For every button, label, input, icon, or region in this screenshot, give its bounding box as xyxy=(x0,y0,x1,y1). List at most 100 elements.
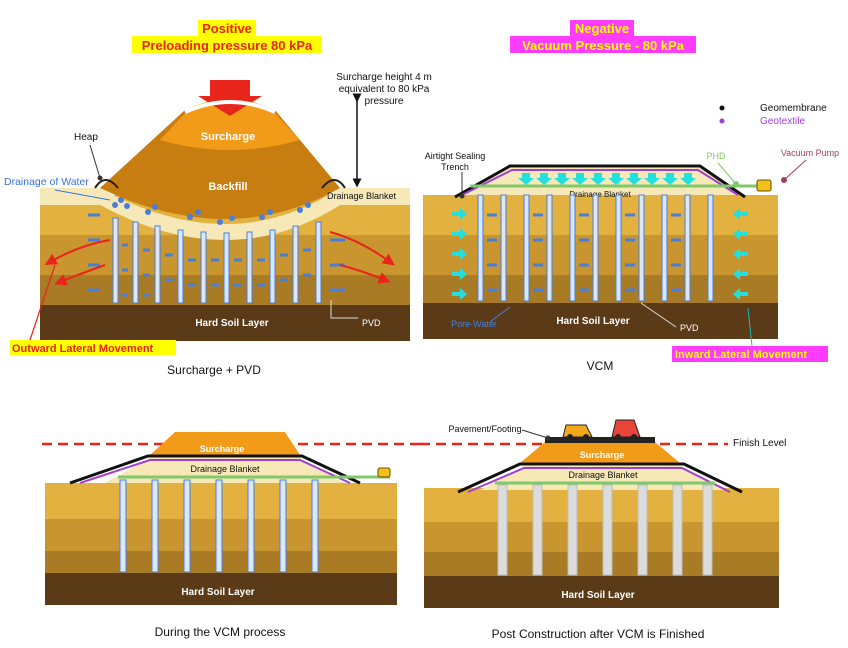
panel1-backfill-label: Backfill xyxy=(208,181,247,193)
pore-water-label: Pore-Water xyxy=(451,319,497,329)
panel3-surcharge xyxy=(150,432,300,455)
water-flow-arrows xyxy=(88,213,345,297)
panel2-pvd-label: PVD xyxy=(680,323,699,333)
vcm-hard-soil xyxy=(423,303,778,339)
panel4-soil-upper xyxy=(424,488,779,522)
pavement-slab xyxy=(545,437,655,443)
panel1-hard-soil-label: Hard Soil Layer xyxy=(195,318,268,329)
preloading-highlight xyxy=(132,36,322,53)
pvd-leader xyxy=(330,300,358,319)
legend-geotextile: Geotextile xyxy=(760,116,805,127)
vcm-soil-lower xyxy=(423,275,778,303)
panel4-caption: Post Construction after VCM is Finished xyxy=(492,627,705,641)
panel1-drainage-blanket-label: Drainage Blanket xyxy=(327,191,397,201)
pvd-drains xyxy=(112,217,322,304)
panel-during-vcm: Surcharge Drainage Blanket Hard Soil Lay… xyxy=(42,432,420,639)
panel1-header-line1: Positive xyxy=(202,21,252,36)
heap-left xyxy=(94,179,119,189)
positive-highlight xyxy=(198,20,256,36)
drainage-water-leader xyxy=(54,189,111,201)
panel2-caption: VCM xyxy=(587,359,614,373)
inward-highlight xyxy=(672,346,828,362)
geotextile-legend-dot xyxy=(719,118,725,124)
heap-label: Heap xyxy=(74,132,98,143)
inward-leader xyxy=(747,307,753,347)
panel3-caption: During the VCM process xyxy=(155,625,286,639)
trench-label-line1: Airtight Sealing xyxy=(425,151,486,161)
panel3-geomembrane xyxy=(69,454,361,485)
panel-surcharge-pvd: Positive Preloading pressure 80 kPa Surc… xyxy=(4,20,432,377)
panel-post-construction: Finish Level Pavement/Fo xyxy=(420,419,786,641)
vcm-soil-middle xyxy=(423,235,778,275)
height-note-line3: pressure xyxy=(365,96,404,107)
panel4-blanket-label: Drainage Blanket xyxy=(568,470,638,480)
trench-dot xyxy=(459,193,465,199)
phd-dot xyxy=(733,181,739,187)
panel4-columns xyxy=(497,484,713,576)
outward-label: Outward Lateral Movement xyxy=(12,343,154,355)
drainage-blanket xyxy=(40,188,410,240)
panel1-pvd-label: PVD xyxy=(362,318,381,328)
pavement-label: Pavement/Footing xyxy=(448,424,521,434)
vcm-geotextile xyxy=(461,169,739,196)
panel4-geotextile xyxy=(467,467,731,493)
phd-label: PHD xyxy=(706,151,726,161)
vacuum-pump-icon xyxy=(756,179,772,192)
hard-soil-layer xyxy=(40,305,410,341)
vcm-geomembrane xyxy=(454,164,746,199)
red-car-icon xyxy=(611,419,641,440)
panel4-soil-middle xyxy=(424,522,779,552)
panel2-pvd-leader xyxy=(640,302,677,328)
load-arrow xyxy=(198,80,262,116)
water-droplets xyxy=(112,197,311,225)
panel3-blanket-label: Drainage Blanket xyxy=(190,464,260,474)
vcm-soil-upper xyxy=(423,195,778,235)
inward-label: Inward Lateral Movement xyxy=(675,349,807,361)
panel4-surcharge xyxy=(520,442,680,463)
panel3-hard-soil-label: Hard Soil Layer xyxy=(181,587,254,598)
outward-arrows xyxy=(44,231,395,286)
heap-leader xyxy=(89,144,101,179)
panel3-pvds xyxy=(119,479,319,573)
legend-geomembrane: Geomembrane xyxy=(760,103,827,114)
panel3-geotextile xyxy=(79,459,351,484)
height-note-line1: Surcharge height 4 m xyxy=(336,72,432,83)
trench-label-line2: Trench xyxy=(441,162,469,172)
vacuum-highlight xyxy=(510,36,696,53)
panel1-surcharge-label: Surcharge xyxy=(201,131,255,143)
geomembrane-legend-dot xyxy=(719,105,725,111)
panel1-caption: Surcharge + PVD xyxy=(167,363,261,377)
panel2-drainage-blanket-label: Drainage Blanket xyxy=(569,190,631,199)
panel4-hard-soil-label: Hard Soil Layer xyxy=(561,590,634,601)
pavement-leader xyxy=(521,429,549,439)
outward-leader xyxy=(29,264,56,341)
vacuum-top-arrows xyxy=(518,173,696,185)
vacuum-pump-leader xyxy=(783,159,807,181)
height-note-line2: equivalent to 80 kPa xyxy=(339,84,430,95)
yellow-car-icon xyxy=(562,424,593,440)
vcm-water-arrows xyxy=(487,213,681,292)
pore-water-leader xyxy=(489,306,511,323)
panel3-surcharge-label: Surcharge xyxy=(200,444,245,454)
load-arc xyxy=(184,100,276,114)
pavement-dot xyxy=(545,435,551,441)
phd-leader xyxy=(717,162,737,185)
vacuum-pump-label: Vacuum Pump xyxy=(781,148,839,158)
heap-dot xyxy=(97,175,103,181)
panel4-soil-lower xyxy=(424,552,779,576)
surcharge-top xyxy=(160,99,300,150)
panel3-hard-soil xyxy=(45,573,397,605)
panel4-hard-soil xyxy=(424,576,779,608)
vcm-pvd-drains xyxy=(477,194,714,302)
drainage-water-label: Drainage of Water xyxy=(4,176,89,188)
vacuum-pump-dot xyxy=(781,177,787,183)
panel4-surcharge-label: Surcharge xyxy=(580,450,625,460)
outward-highlight xyxy=(10,340,176,355)
panel2-header-line2: Vacuum Pressure - 80 kPa xyxy=(522,38,685,53)
finish-level-label: Finish Level xyxy=(733,438,786,449)
negative-highlight xyxy=(570,20,634,36)
panel2-hard-soil-label: Hard Soil Layer xyxy=(556,316,629,327)
inward-side-arrows xyxy=(452,208,748,300)
panel1-header-line2: Preloading pressure 80 kPa xyxy=(142,38,313,53)
